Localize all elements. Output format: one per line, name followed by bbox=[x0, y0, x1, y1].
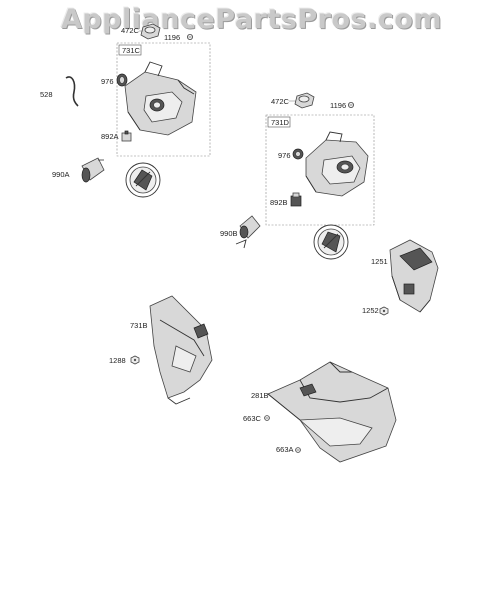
callout-472c-right: 472C bbox=[271, 97, 290, 106]
callout-990b: 990B bbox=[220, 229, 238, 238]
group-box-731d bbox=[265, 114, 375, 226]
screw-1196-top bbox=[186, 34, 193, 41]
cap-472c-right bbox=[294, 92, 315, 109]
valve-892a bbox=[121, 130, 132, 142]
label-box-731c bbox=[118, 44, 142, 56]
callout-892b: 892B bbox=[270, 198, 288, 207]
screw-663a bbox=[295, 447, 301, 453]
callout-1288: 1288 bbox=[109, 356, 126, 365]
callout-1196-right: 1196 bbox=[330, 101, 346, 110]
fuel-cap-990a bbox=[81, 157, 105, 183]
base-plate-281b bbox=[267, 361, 397, 463]
callout-1252: 1252 bbox=[362, 306, 379, 315]
fuel-cap-990b bbox=[235, 215, 261, 249]
grommet-976-right bbox=[292, 148, 304, 160]
label-box-731d bbox=[267, 116, 291, 128]
shroud-731b bbox=[149, 295, 213, 405]
callout-976-left: 976 bbox=[101, 77, 114, 86]
nut-1252 bbox=[379, 306, 389, 316]
group-box-731c bbox=[116, 42, 211, 157]
callout-892a: 892A bbox=[101, 132, 119, 141]
watermark: AppliancePartsPros.com bbox=[60, 4, 443, 35]
cap-472c-top bbox=[140, 23, 161, 40]
callout-663c: 663C bbox=[243, 414, 262, 423]
fuel-filter-detail-right bbox=[313, 224, 349, 260]
callout-281b: 281B bbox=[251, 391, 269, 400]
nut-1288 bbox=[130, 355, 140, 365]
grommet-976-left bbox=[116, 73, 128, 87]
screw-663c bbox=[264, 415, 270, 421]
fuel-filter-detail-left bbox=[125, 162, 161, 198]
fuel-tank-731c bbox=[124, 61, 197, 136]
hose-528 bbox=[65, 76, 79, 107]
callout-1251: 1251 bbox=[371, 257, 388, 266]
callout-731b: 731B bbox=[130, 321, 148, 330]
callout-1196-top: 1196 bbox=[164, 33, 180, 42]
callout-976-right: 976 bbox=[278, 151, 291, 160]
callout-731c: 731C bbox=[122, 46, 141, 55]
callout-990a: 990A bbox=[52, 170, 70, 179]
callout-731d: 731D bbox=[271, 118, 290, 127]
fuel-tank-731d bbox=[305, 131, 369, 197]
callout-663a: 663A bbox=[276, 445, 294, 454]
valve-892b bbox=[290, 192, 302, 207]
callout-472c-top: 472C bbox=[121, 26, 140, 35]
screw-1196-right bbox=[347, 102, 354, 109]
callout-528: 528 bbox=[40, 90, 53, 99]
bracket-1251 bbox=[389, 239, 439, 313]
